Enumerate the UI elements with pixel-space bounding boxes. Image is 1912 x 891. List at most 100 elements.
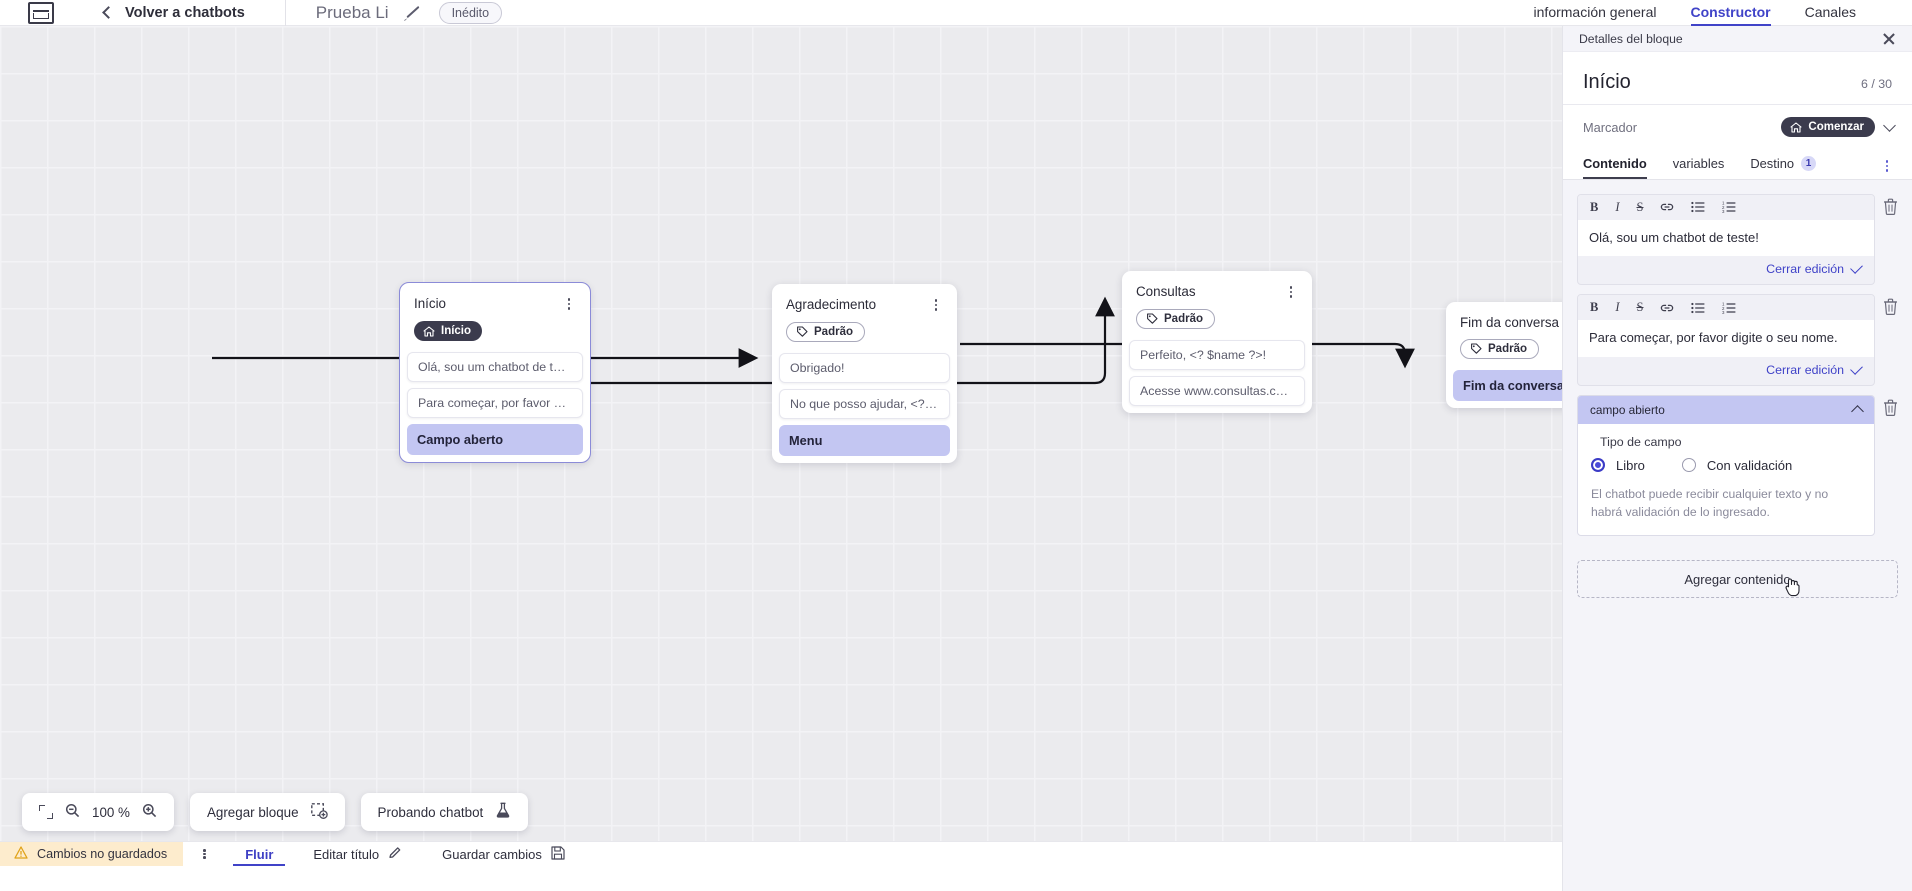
italic-icon[interactable]: I xyxy=(1615,200,1620,214)
flow-node-consultas[interactable]: Consultas Padrão Perfeito, <? $name ?>! … xyxy=(1122,271,1312,413)
close-icon[interactable] xyxy=(1882,32,1896,46)
warning-triangle-icon xyxy=(14,846,28,862)
strikethrough-icon[interactable]: S xyxy=(1636,200,1644,214)
top-tabs: información general Constructor Canales xyxy=(1534,0,1912,26)
field-block: campo abierto Tipo de campo Libro Con va… xyxy=(1577,394,1898,537)
field-header-label: campo abierto xyxy=(1590,402,1665,417)
status-tab-fluir[interactable]: Fluir xyxy=(225,842,293,866)
add-block-label: Agregar bloque xyxy=(206,804,299,820)
chevron-up-icon[interactable] xyxy=(1851,404,1864,418)
node-chip-row: Padrão xyxy=(1122,300,1312,340)
tab-constructor[interactable]: Constructor xyxy=(1690,5,1771,26)
check-icon xyxy=(1850,361,1863,375)
bullet-list-icon[interactable] xyxy=(1691,201,1705,213)
bottom-status-bar: Cambios no guardados Fluir Editar título… xyxy=(0,841,1562,866)
rich-text-value[interactable]: Para começar, por favor digite o seu nom… xyxy=(1578,319,1874,357)
tab-informacion-general[interactable]: información general xyxy=(1533,3,1657,20)
radio-libro[interactable] xyxy=(1591,458,1605,473)
publish-status-badge: Inédito xyxy=(438,1,503,24)
add-block-icon xyxy=(310,802,328,822)
node-header: Início xyxy=(400,283,590,312)
check-icon xyxy=(1850,261,1863,275)
bullet-list-icon[interactable] xyxy=(1691,302,1705,314)
flow-node-inicio[interactable]: Início Início Olá, sou um chatbot de tes… xyxy=(399,282,591,463)
node-message-row[interactable]: Para começar, por favor digite o ... xyxy=(407,387,583,418)
panel-tab-contenido[interactable]: Contenido xyxy=(1583,156,1647,179)
node-message-row[interactable]: Olá, sou um chatbot de teste! xyxy=(407,351,583,382)
marker-badge[interactable]: Comenzar xyxy=(1781,117,1875,137)
node-menu-icon[interactable] xyxy=(1284,284,1298,300)
panel-tab-variables[interactable]: variables xyxy=(1673,156,1725,179)
save-changes-button[interactable]: Guardar cambios xyxy=(422,842,585,866)
node-message-row[interactable]: Acesse www.consultas.com par... xyxy=(1129,376,1305,406)
add-content-button[interactable]: Agregar contenido xyxy=(1577,560,1898,599)
zoom-out-icon[interactable] xyxy=(65,803,80,821)
node-menu-icon[interactable] xyxy=(562,296,576,312)
svg-text:1: 1 xyxy=(1722,201,1725,206)
node-message-row[interactable]: Obrigado! xyxy=(779,353,950,383)
node-default-chip: Padrão xyxy=(786,322,865,342)
pencil-icon xyxy=(388,846,402,863)
test-chatbot-button[interactable]: Probando chatbot xyxy=(360,793,529,831)
trash-icon[interactable] xyxy=(1883,399,1898,416)
node-input-row[interactable]: Menu xyxy=(779,425,950,456)
tab-canales[interactable]: Canales xyxy=(1804,3,1856,20)
node-header: Consultas xyxy=(1122,271,1312,300)
italic-icon[interactable]: I xyxy=(1615,300,1620,315)
svg-text:1: 1 xyxy=(1722,302,1725,307)
flow-node-fim-da-conversa[interactable]: Fim da conversa Padrão Fim da conversa xyxy=(1446,302,1562,408)
panel-tab-destino[interactable]: Destino 1 xyxy=(1750,156,1817,179)
trash-icon[interactable] xyxy=(1883,298,1898,316)
node-message-row[interactable]: No que posso ajudar, <? $name ... xyxy=(779,389,950,419)
marker-controls: Comenzar xyxy=(1781,117,1896,137)
panel-tabs-menu-icon[interactable] xyxy=(1880,158,1894,179)
node-default-chip: Padrão xyxy=(1136,309,1215,329)
edit-title-button[interactable]: Editar título xyxy=(293,842,422,866)
zoom-in-icon[interactable] xyxy=(142,803,157,821)
svg-text:3: 3 xyxy=(1722,309,1725,313)
node-input-row[interactable]: Campo aberto xyxy=(407,423,583,455)
status-bar-menu-icon[interactable] xyxy=(183,842,225,866)
strikethrough-icon[interactable]: S xyxy=(1636,300,1644,315)
edge-agradecimento-consultas xyxy=(586,296,1115,385)
close-edit-button[interactable]: Cerrar edición xyxy=(1766,361,1863,377)
edge-consultas-fim xyxy=(960,342,1415,369)
panel-title-row: Início 6 / 30 xyxy=(1563,52,1912,105)
app-logo-icon[interactable] xyxy=(28,1,54,24)
chevron-left-icon xyxy=(102,6,115,19)
node-header: Agradecimento xyxy=(772,284,957,313)
bold-icon[interactable]: B xyxy=(1590,300,1599,315)
flow-canvas[interactable]: Início Início Olá, sou um chatbot de tes… xyxy=(0,26,1562,866)
radio-con-validacion[interactable] xyxy=(1681,458,1696,473)
bold-icon[interactable]: B xyxy=(1590,200,1599,214)
close-edit-label: Cerrar edición xyxy=(1766,262,1844,277)
node-start-chip-label: Início xyxy=(441,325,472,337)
node-input-row[interactable]: Fim da conversa xyxy=(1453,370,1562,401)
node-chip-row: Padrão xyxy=(772,313,957,353)
node-rows: Obrigado! No que posso ajudar, <? $name … xyxy=(772,353,957,456)
fit-to-screen-icon[interactable] xyxy=(39,805,53,819)
link-icon[interactable] xyxy=(1660,302,1674,314)
close-edit-button[interactable]: Cerrar edición xyxy=(1766,261,1863,277)
chevron-down-icon[interactable] xyxy=(1883,118,1896,132)
node-default-chip-label: Padrão xyxy=(1488,343,1527,355)
node-rows: Olá, sou um chatbot de teste! Para começ… xyxy=(400,351,590,455)
rich-text-value[interactable]: Olá, sou um chatbot de teste! xyxy=(1578,219,1874,257)
node-menu-icon[interactable] xyxy=(929,297,943,313)
trash-icon[interactable] xyxy=(1883,198,1898,215)
link-icon[interactable] xyxy=(1660,201,1674,213)
flow-node-agradecimento[interactable]: Agradecimento Padrão Obrigado! No que po… xyxy=(772,284,957,463)
rich-text-footer: Cerrar edición xyxy=(1578,357,1874,385)
field-header[interactable]: campo abierto xyxy=(1578,395,1874,424)
add-block-button[interactable]: Agregar bloque xyxy=(189,793,345,831)
back-to-chatbots-link[interactable]: Volver a chatbots xyxy=(102,5,245,21)
top-bar: Volver a chatbots Prueba Li Inédito info… xyxy=(0,0,1912,26)
node-message-row[interactable]: Perfeito, <? $name ?>! xyxy=(1129,340,1305,370)
pencil-icon[interactable] xyxy=(403,4,421,22)
